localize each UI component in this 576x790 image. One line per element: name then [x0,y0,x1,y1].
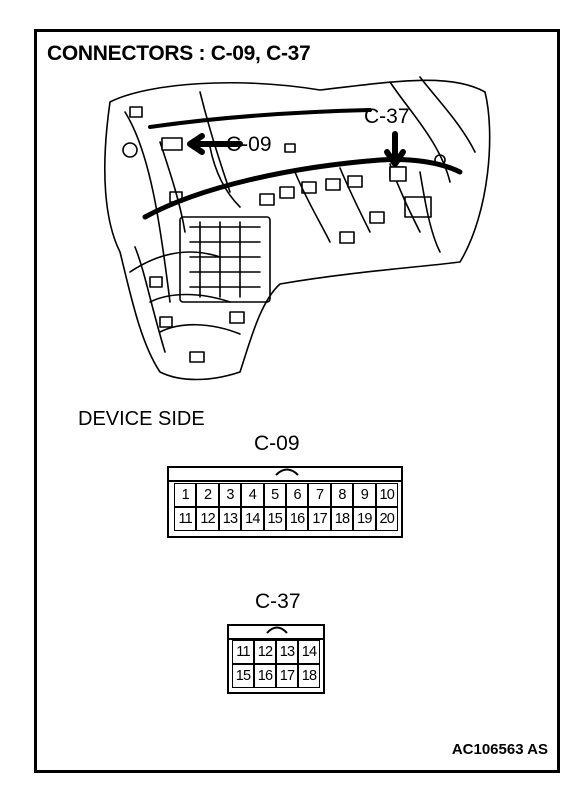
pin-c-37-12: 12 [254,640,276,664]
pin-c-09-9: 9 [353,483,376,507]
pin-c-09-4: 4 [241,483,264,507]
device-side-label: DEVICE SIDE [78,408,205,430]
pin-c-37-17: 17 [276,664,298,688]
diagram-frame [34,29,560,773]
pin-c-09-8: 8 [330,483,354,507]
pin-c-09-12: 12 [196,507,219,531]
c37-connector-marker [389,166,407,182]
pin-c-09-6: 6 [285,483,309,507]
pin-c-09-14: 14 [241,507,264,531]
pin-c-09-11: 11 [174,507,197,531]
c37-title: C-37 [255,590,301,613]
pin-c-37-13: 13 [276,640,298,664]
pin-c-09-3: 3 [218,483,242,507]
c09-callout-label: C-09 [226,133,272,156]
pin-c-09-7: 7 [308,483,331,507]
junction-box [179,216,271,303]
c37-callout-label: C-37 [364,105,410,128]
figure-code: AC106563 AS [451,741,548,758]
c37-arrow [384,131,406,167]
pin-c-37-15: 15 [232,664,254,688]
pin-c-09-19: 19 [353,507,376,531]
pin-c-09-2: 2 [196,483,219,507]
pin-c-37-18: 18 [298,664,320,688]
harness-illustration [104,76,491,381]
pin-c-09-20: 20 [375,507,398,531]
c09-arrow [187,133,243,155]
pin-c-09-5: 5 [263,483,286,507]
pin-c-09-1: 1 [174,483,197,507]
pin-c-09-17: 17 [308,507,331,531]
pin-c-37-11: 11 [232,640,254,664]
pin-c-09-10: 10 [375,483,398,507]
pin-c-09-15: 15 [263,507,286,531]
pin-c-09-16: 16 [285,507,309,531]
pin-c-37-14: 14 [298,640,320,664]
c09-connector-marker [161,137,183,151]
pin-c-37-16: 16 [254,664,276,688]
c09-title: C-09 [254,432,300,455]
main-harness [142,157,463,220]
page-title: CONNECTORS : C-09, C-37 [47,42,311,65]
pin-c-09-18: 18 [330,507,354,531]
pin-c-09-13: 13 [218,507,242,531]
dashboard-contour [104,79,491,381]
